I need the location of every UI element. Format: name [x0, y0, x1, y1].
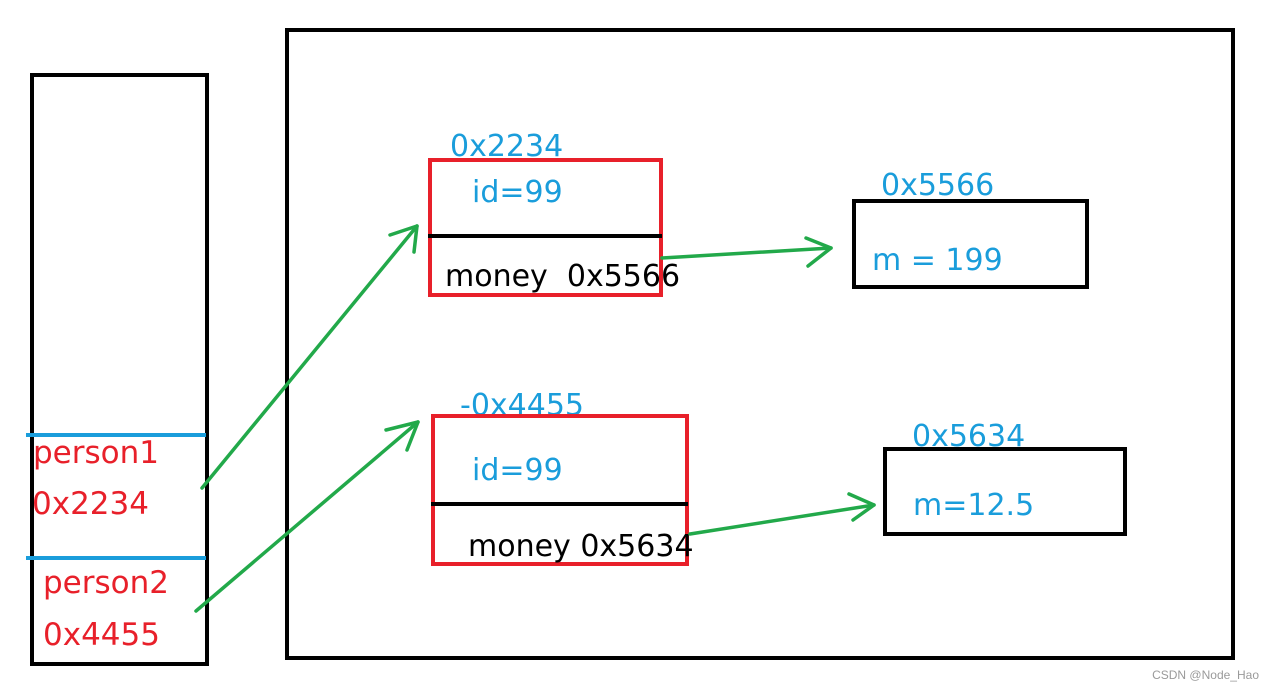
stack-slot-divider-top	[26, 433, 206, 437]
object2-money-field: money 0x5634	[468, 529, 694, 564]
stack-slot-divider-bottom	[26, 556, 206, 560]
person1-address: 0x2234	[32, 486, 149, 522]
arrow-person2-to-object2	[194, 420, 420, 613]
object1-id-field: id=99	[472, 175, 563, 210]
person2-label: person2	[43, 565, 169, 601]
object2-id-field: id=99	[472, 453, 563, 488]
watermark: CSDN @Node_Hao	[1152, 668, 1259, 682]
object1-address: 0x2234	[450, 129, 564, 164]
object1-money-field: money 0x5566	[445, 259, 681, 294]
arrow-person1-to-object1	[200, 224, 419, 490]
arrow-object2-to-value2	[688, 492, 876, 536]
value1-box	[852, 199, 1089, 289]
person2-address: 0x4455	[43, 617, 160, 653]
stack-frame	[30, 73, 209, 666]
object2-field-divider	[431, 502, 688, 506]
value2-box	[883, 447, 1127, 536]
value1-address: 0x5566	[881, 168, 995, 203]
value1-content: m = 199	[872, 243, 1003, 278]
arrow-object1-to-value1	[660, 236, 833, 268]
object1-box	[428, 158, 663, 297]
heap-area	[285, 28, 1235, 660]
person1-label: person1	[33, 435, 159, 471]
object1-field-divider	[428, 234, 662, 238]
value2-content: m=12.5	[913, 488, 1035, 523]
value2-address: 0x5634	[912, 419, 1026, 454]
object2-box	[431, 414, 689, 566]
